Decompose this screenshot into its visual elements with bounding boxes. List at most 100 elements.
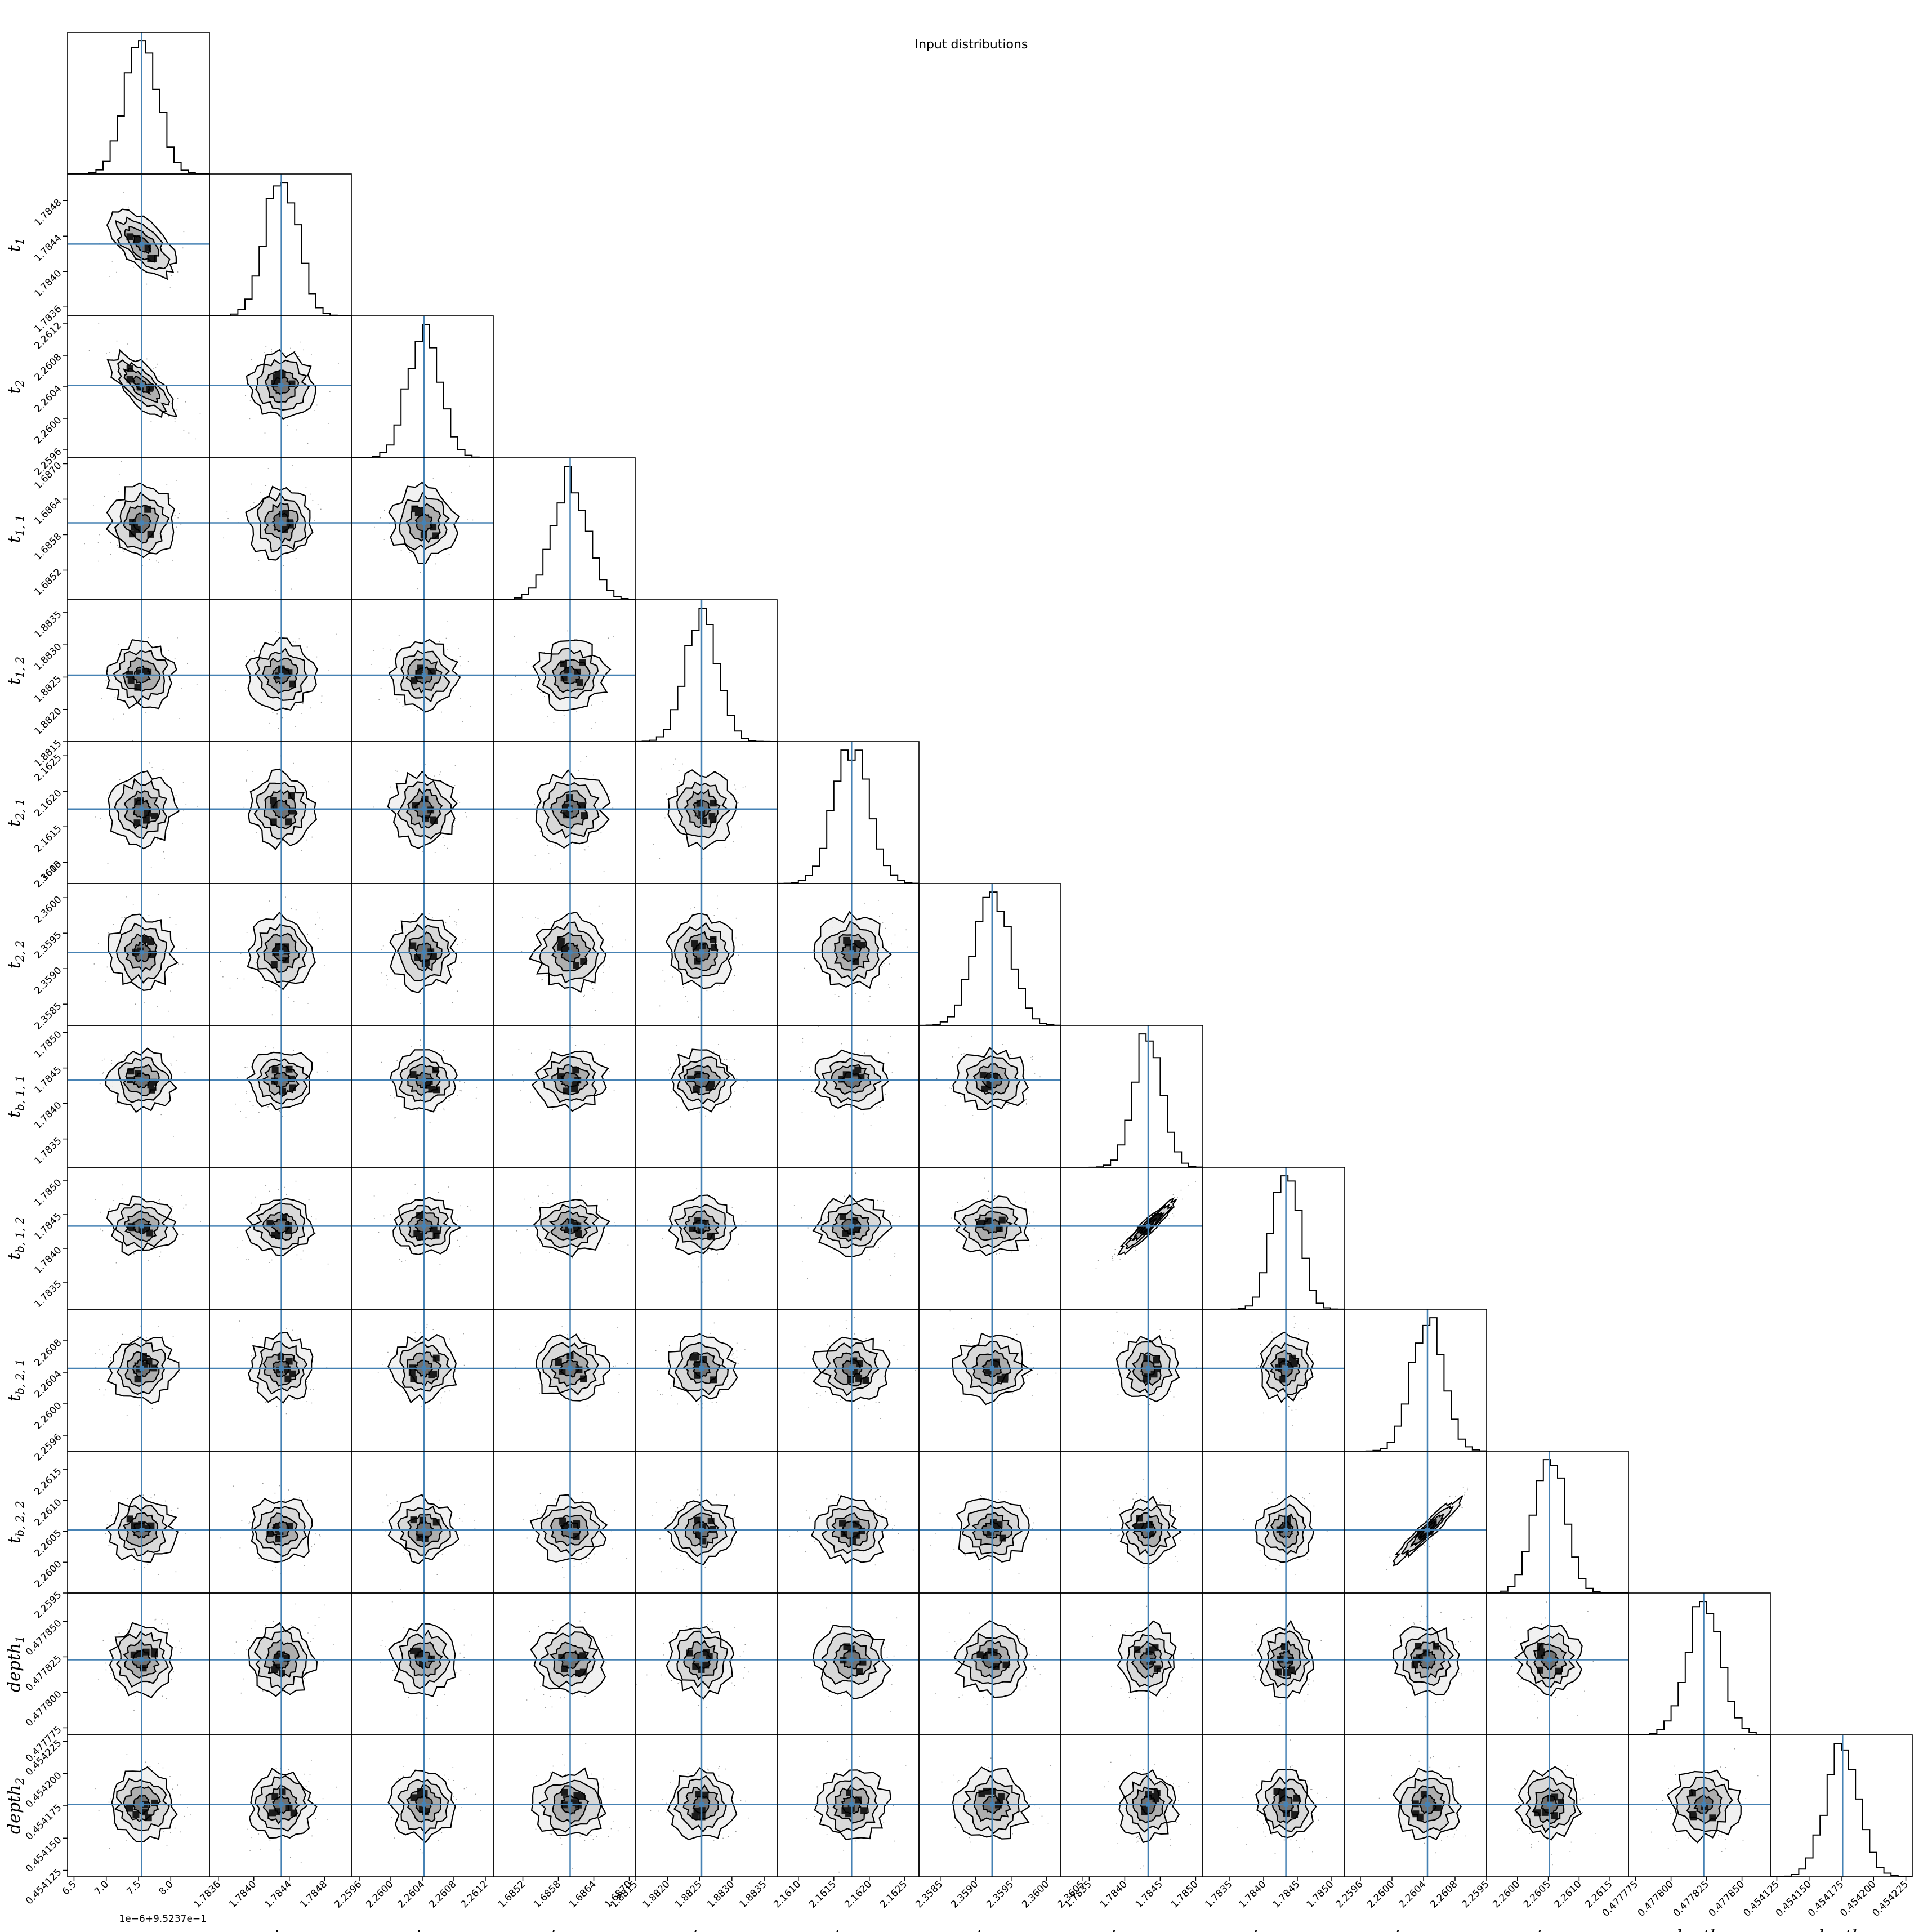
contour-1σ [1270,1640,1301,1680]
x-tick-label: 2.1615 [807,1879,838,1910]
contour-0.5σ [132,376,151,395]
contour-1.5σ [253,1630,308,1690]
contour-0.5σ [560,1072,581,1088]
contour-1.5σ [117,1505,168,1557]
density-panel-t_b,2,1-vs-t_1,1 [493,1309,636,1452]
contour-1.5σ [255,359,310,411]
panel-content [919,1451,1061,1593]
panel-content [68,316,209,458]
panel-content [1203,1735,1345,1877]
density-panel-t_2,2-vs-p_orb [67,883,210,1026]
contour-1σ [407,1351,442,1387]
contour-1σ [122,657,161,692]
contour-2σ [111,1766,178,1842]
contour-1.5σ [541,1342,599,1395]
truth-marker [1145,1366,1150,1371]
density-peak-bin [985,1217,992,1225]
panel-frame [1628,1592,1771,1735]
contour-1.5σ [542,782,600,839]
x-tick-label: 2.1620 [842,1879,874,1910]
panel-content [351,1451,493,1593]
contour-1σ [122,367,160,403]
contour-1.5σ [1262,1776,1310,1832]
density-panel-depth_1-vs-t_2,2 [918,1592,1061,1735]
contour-1.5σ [256,1340,308,1395]
x-axis-label-t_2,2: t2, 2 [976,1926,1004,1932]
density-panel-depth_2-vs-t_1,1 [493,1734,636,1877]
contour-0.5σ [131,798,152,819]
density-panel-t_1,2-vs-t_2 [351,599,494,742]
contour-1.5σ [962,1774,1020,1835]
contour-2σ [1393,1767,1462,1841]
contour-1σ [973,1788,1011,1822]
panel-content [209,1309,351,1451]
contour-2σ [105,482,176,559]
contour-1σ [262,1351,300,1387]
truth-marker [568,1528,573,1533]
contour-1.5σ [539,1631,598,1688]
contour-1.5σ [116,1631,169,1688]
panel-frame [1770,1734,1913,1877]
panel-content [1061,1735,1203,1877]
y-tick-label: 1.7848 [32,197,64,229]
density-peak-bin [847,1376,854,1384]
panel-content [68,742,209,884]
panel-content [1061,1025,1203,1167]
contour-1.5σ [962,1204,1022,1249]
x-axis-label-t_b,2,1: tb, 2, 1 [1394,1926,1437,1932]
density-peak-bin [1291,1360,1298,1367]
contour-2σ [668,1194,737,1255]
density-panel-depth_1-vs-t_b,1,1 [1060,1592,1203,1735]
contour-0.5σ [1140,1217,1157,1234]
x-tick-label: 0.477800 [1636,1879,1676,1919]
contour-1σ [552,1785,590,1824]
contour-1.5σ [255,1775,308,1832]
density-peak-bin [693,1086,700,1094]
contour-2σ [1118,1769,1180,1844]
contour-2σ [1257,1619,1314,1699]
contour-2σ [530,1767,607,1836]
contour-1σ [1270,1513,1300,1549]
y-tick-label: 1.8830 [32,641,64,673]
contour-1.5σ [399,492,450,551]
contour-2σ [106,1195,179,1256]
truth-marker [139,1528,144,1533]
contour-1σ [122,1064,160,1096]
truth-marker [139,673,144,678]
contour-0.5σ [1277,1649,1295,1670]
contour-0.5σ [1417,1520,1437,1540]
contour-2σ [246,1051,313,1111]
y-tick-label: 2.3600 [32,894,64,926]
contour-0.5σ [841,943,862,962]
y-tick-label: 1.7840 [32,1100,64,1131]
panel-content [1061,1309,1203,1451]
contour-0.5σ [414,1649,434,1669]
truth-marker [139,806,144,811]
truth-marker [279,1528,284,1533]
contour-1.5σ [821,921,880,982]
contour-2σ [529,1494,608,1563]
contour-1σ [971,1640,1011,1679]
contour-1σ [262,1063,300,1097]
y-axis-label-depth_1: depth1 [5,1636,26,1692]
density-peak-bin [559,1368,566,1375]
contour-2σ [536,769,611,849]
y-tick-label: 1.7850 [32,1029,64,1060]
panel-content [1628,1735,1770,1877]
density-panel-t_b,1,2-vs-t_2 [351,1167,494,1310]
panel-content [1345,1309,1487,1451]
panel-content [68,1735,209,1877]
contour-0.5σ [842,1649,862,1670]
contour-2σ [105,1494,179,1563]
contour-2σ [1514,1625,1583,1697]
x-axis-label-depth_2: depth2 [1813,1926,1869,1932]
contour-1.5σ [114,1203,168,1250]
density-panel-t_b,2,1-vs-t_b,1,2 [1202,1309,1345,1452]
panel-content [351,458,493,600]
y-tick-label: 0.477800 [24,1689,64,1729]
contour-1σ [833,1641,872,1679]
density-peak-bin [581,812,588,819]
panel-content [1061,1451,1203,1593]
density-panel-t_b,1,2-vs-t_1 [209,1167,352,1310]
contour-0.5σ [692,1521,712,1540]
